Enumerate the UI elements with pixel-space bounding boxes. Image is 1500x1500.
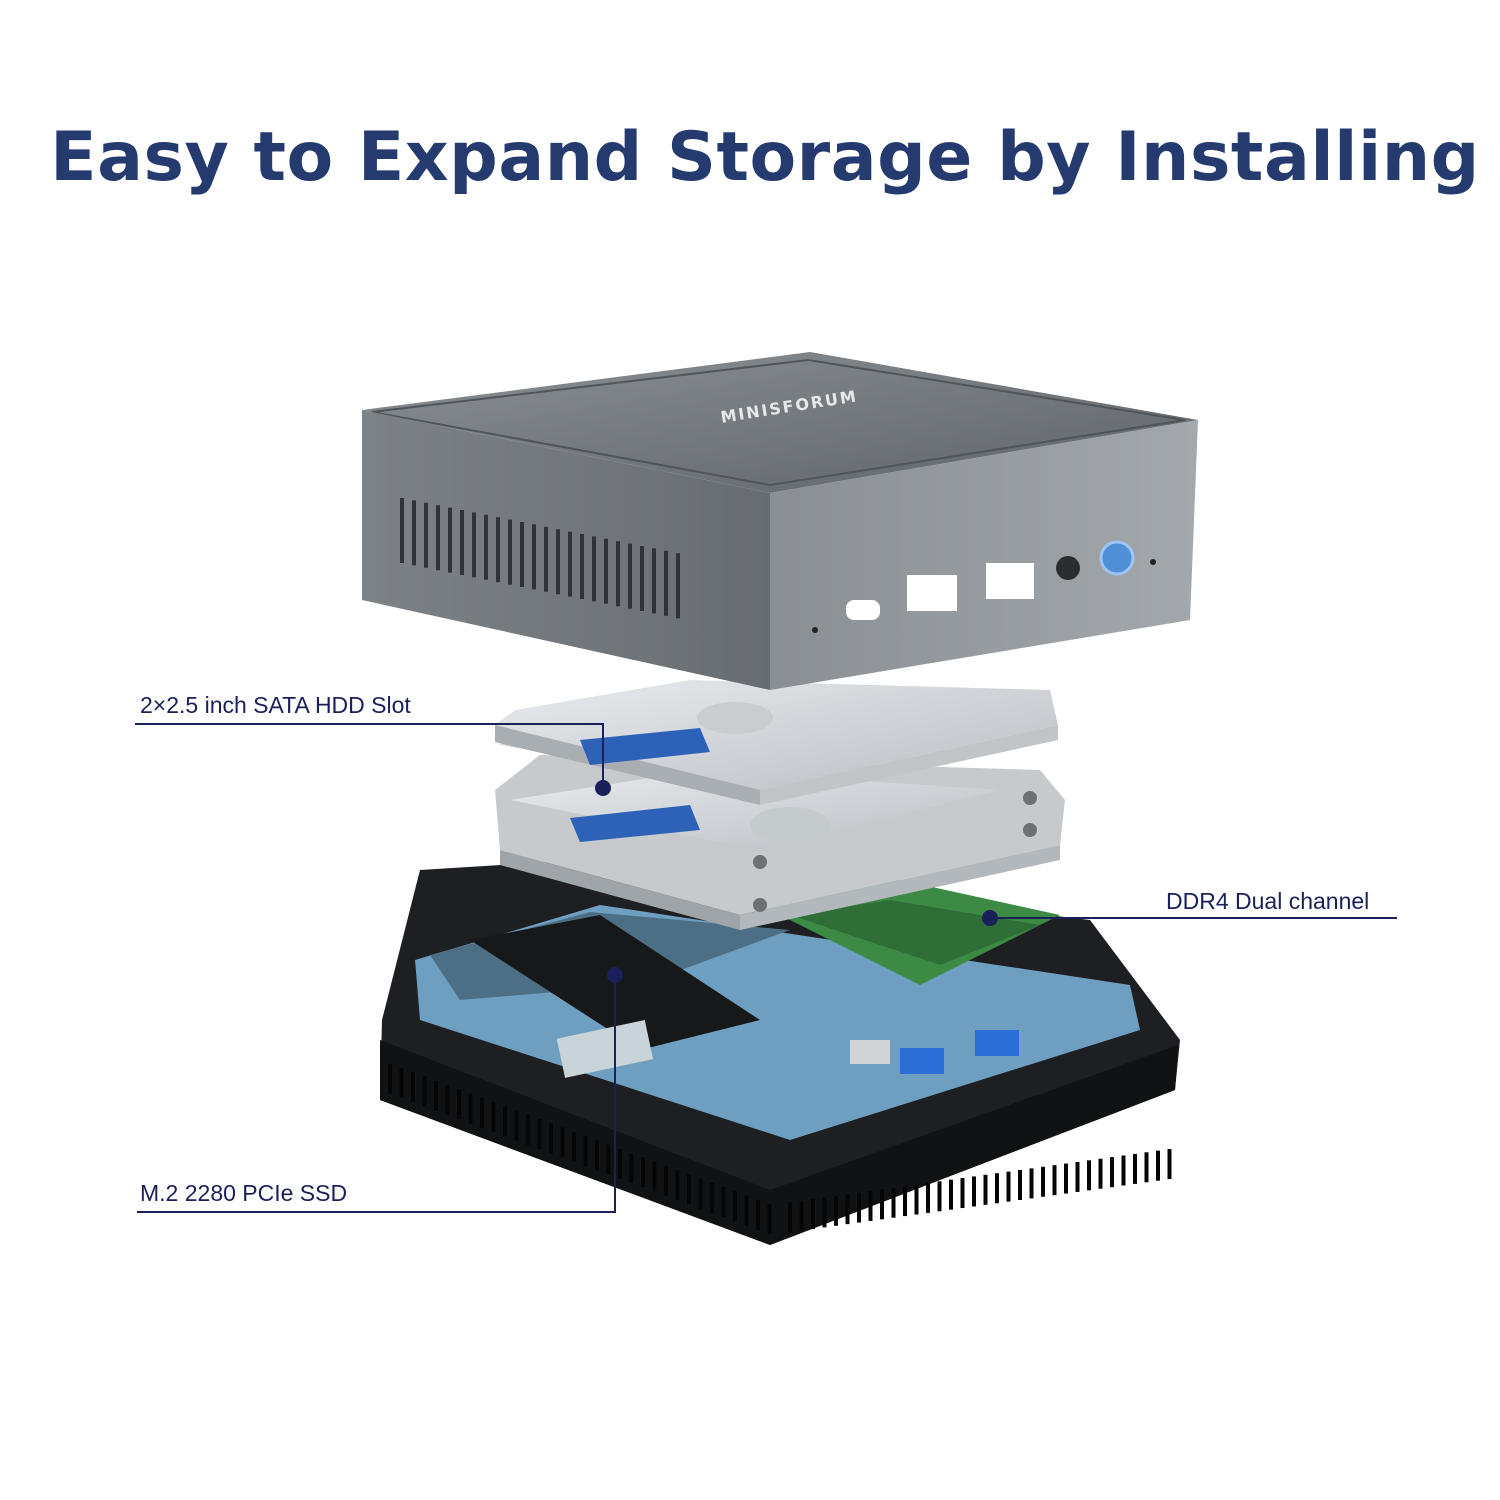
case-front-panel: [770, 420, 1198, 690]
hdd-drive: [510, 770, 1000, 850]
power-button[interactable]: [1099, 540, 1135, 576]
usb-port: [975, 1030, 1019, 1056]
callout-hdd-line: [135, 723, 611, 796]
case-left-side: [362, 410, 770, 690]
callout-ssd-label: M.2 2280 PCIe SSD: [140, 1180, 348, 1206]
usb-port: [900, 1048, 944, 1074]
top-case: MINISFORUM: [362, 352, 1198, 690]
usb-c-port: [846, 600, 880, 620]
base-chassis: [380, 860, 1180, 1245]
usb-a-port: [986, 563, 1034, 599]
wifi-card: [556, 1020, 654, 1078]
audio-jack: [1056, 556, 1080, 580]
usb-a-port: [907, 575, 957, 611]
side-vents: [400, 498, 680, 619]
base-vents: [388, 1063, 1172, 1235]
callout-hdd-label: 2×2.5 inch SATA HDD Slot: [140, 692, 411, 718]
callout-ram-label: DDR4 Dual channel: [1166, 888, 1370, 914]
callout-ram-line: [982, 910, 1397, 926]
page-title: Easy to Expand Storage by Installing: [50, 118, 1480, 197]
case-lid: [362, 352, 1198, 493]
callout-ssd-line: [137, 967, 623, 1213]
hdd-stack: [495, 680, 1065, 930]
